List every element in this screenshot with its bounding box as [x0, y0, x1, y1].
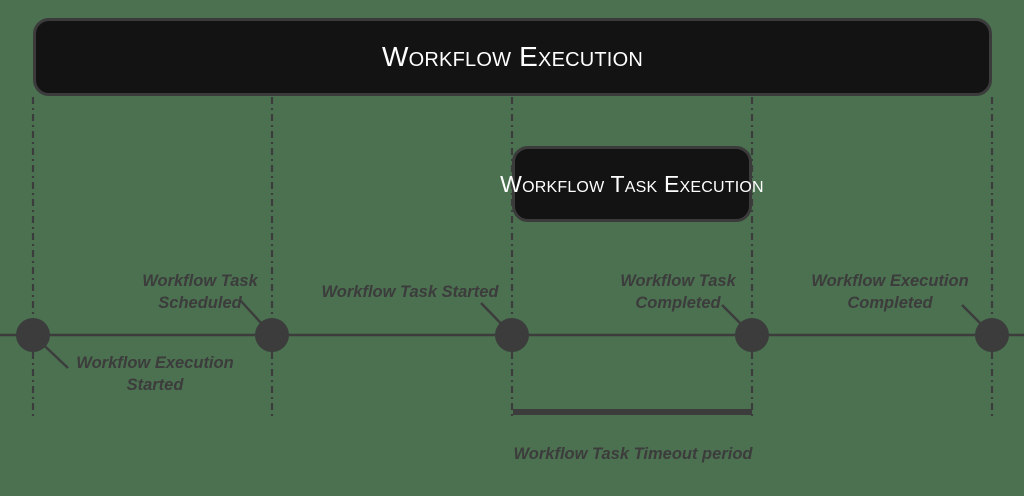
timeout-period-bar [513, 409, 752, 415]
label-workflow-task-started: Workflow Task Started [321, 283, 499, 301]
workflow-execution-box-title: Workflow Execution [382, 41, 643, 72]
label-workflow-execution-started: Workflow Execution Started [76, 354, 234, 394]
node-workflow-task-completed[interactable] [735, 318, 769, 352]
label-workflow-task-scheduled: Workflow Task Scheduled [142, 272, 258, 312]
label-workflow-execution-completed: Workflow Execution Completed [811, 272, 969, 312]
workflow-execution-box[interactable]: Workflow Execution [33, 18, 992, 96]
node-workflow-task-scheduled[interactable] [255, 318, 289, 352]
label-workflow-task-timeout-period: Workflow Task Timeout period [513, 445, 753, 463]
node-workflow-execution-completed[interactable] [975, 318, 1009, 352]
node-workflow-execution-started[interactable] [16, 318, 50, 352]
workflow-task-execution-box[interactable]: Workflow Task Execution [500, 146, 764, 222]
workflow-task-execution-box-title: Workflow Task Execution [500, 170, 764, 197]
timeline-nodes-group [16, 318, 1009, 352]
node-workflow-task-started[interactable] [495, 318, 529, 352]
lifelines-group [31, 97, 994, 420]
label-workflow-task-completed: Workflow Task Completed [620, 272, 736, 312]
